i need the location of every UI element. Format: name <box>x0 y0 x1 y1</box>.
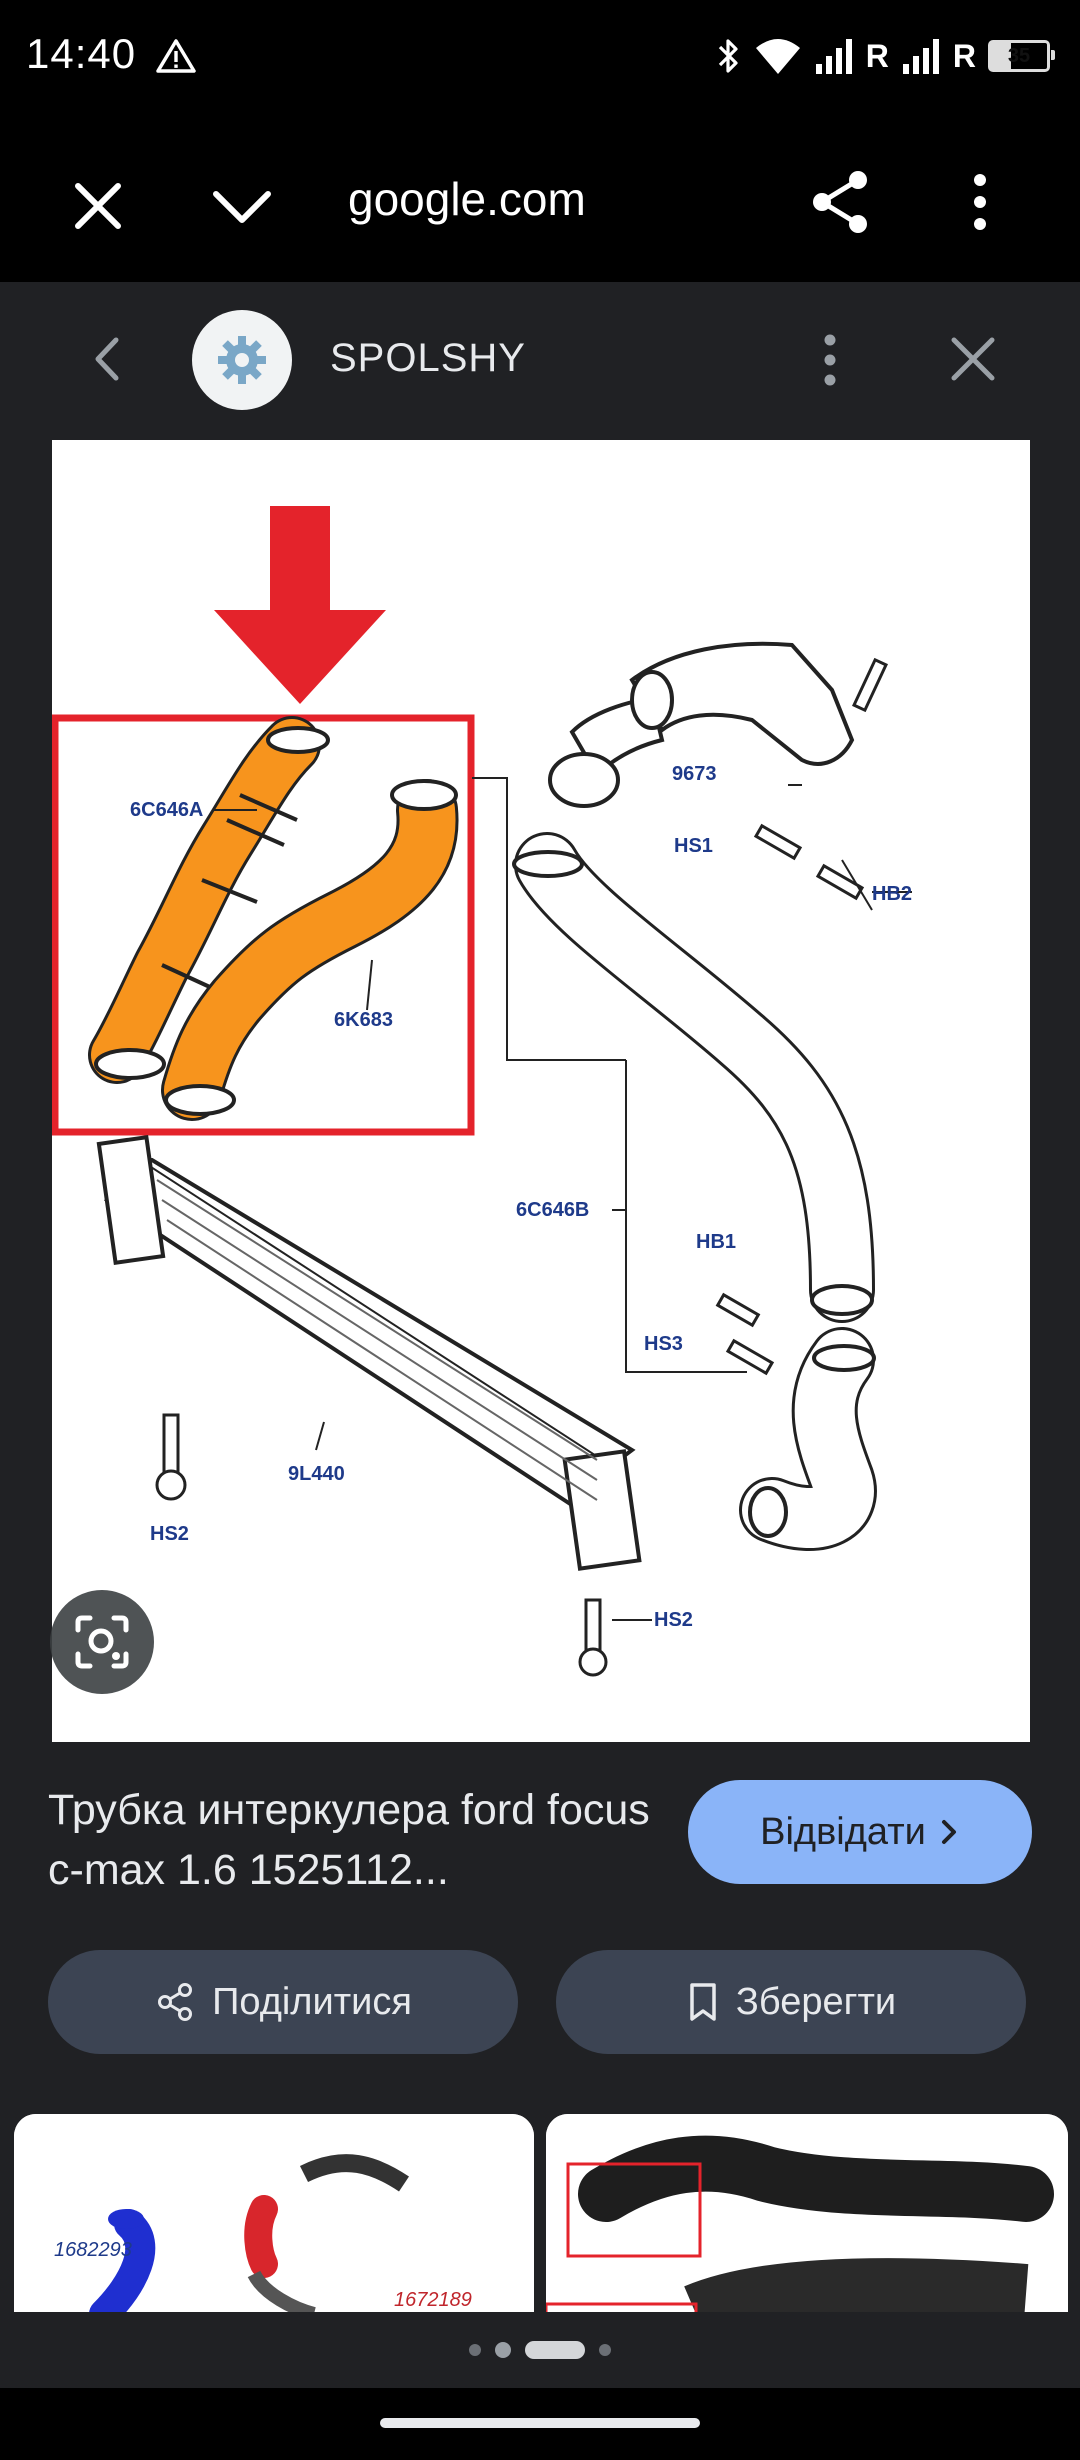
pager-dot-active <box>525 2341 585 2359</box>
label-6k683: 6K683 <box>334 1009 393 1031</box>
chevron-left-icon[interactable] <box>80 326 136 392</box>
label-hb1: HB1 <box>696 1231 736 1253</box>
chevron-down-icon[interactable] <box>206 170 278 242</box>
sim2-label: R <box>952 37 976 74</box>
site-avatar[interactable] <box>192 310 292 410</box>
gear-icon <box>218 336 266 384</box>
share-icon[interactable] <box>800 162 880 242</box>
close-icon[interactable] <box>62 170 134 242</box>
save-label: Зберегти <box>735 1980 897 2023</box>
wifi-icon <box>755 39 800 74</box>
pager-dot <box>599 2344 611 2356</box>
bluetooth-icon <box>718 39 738 73</box>
label-hs2-left: HS2 <box>150 1523 189 1545</box>
status-bar <box>0 0 1080 120</box>
related-image-thumbnail[interactable] <box>546 2114 1068 2314</box>
close-icon[interactable] <box>940 326 1006 392</box>
url-text[interactable]: google.com <box>348 173 586 225</box>
pager-dot <box>469 2344 481 2356</box>
highlight-box <box>52 714 475 1136</box>
label-9673: 9673 <box>672 763 717 785</box>
status-time: 14:40 <box>26 30 137 77</box>
label-6c646b: 6C646B <box>516 1199 589 1221</box>
share-button[interactable]: Поділитися <box>48 1950 518 2054</box>
pipe-6k683 <box>161 779 459 1121</box>
leader-lines <box>212 777 912 1621</box>
visit-label: Відвідати <box>760 1810 926 1853</box>
related-image-thumbnail[interactable]: 1682293 1672189 <box>14 2114 534 2314</box>
warning-icon <box>156 39 196 73</box>
label-9l440: 9L440 <box>288 1463 345 1485</box>
image-pager <box>0 2312 1080 2388</box>
share-label: Поділитися <box>212 1980 412 2023</box>
hose-6c646b <box>512 832 875 1323</box>
share-icon <box>158 1983 193 2021</box>
red-arrow-icon <box>214 506 386 704</box>
battery-level: 35 <box>1007 44 1031 67</box>
sheet-header <box>0 282 1080 438</box>
chevron-right-icon <box>941 1820 956 1844</box>
result-title[interactable]: Трубка интеркулера ford focus c-max 1.6 … <box>48 1786 650 1894</box>
battery-icon: 35 <box>988 40 1055 72</box>
lens-icon <box>75 1615 129 1669</box>
thumb-label-a: 1682293 <box>54 2239 132 2261</box>
home-indicator[interactable] <box>380 2418 700 2428</box>
site-name[interactable]: SPOLSHY <box>330 336 526 380</box>
bolts <box>155 657 888 1677</box>
signal-icon <box>902 39 939 74</box>
browser-top-bar <box>0 120 1080 282</box>
thumb-label-b: 1672189 <box>394 2289 472 2311</box>
more-vert-icon[interactable] <box>950 162 1010 242</box>
more-vert-icon[interactable] <box>812 322 848 398</box>
sim1-label: R <box>865 37 889 74</box>
thumbnail-image: 1682293 1672189 <box>14 2114 534 2314</box>
lens-search-button[interactable] <box>50 1590 154 1694</box>
pipe-6c646a <box>88 716 330 1084</box>
label-hs1: HS1 <box>674 835 713 857</box>
visit-button[interactable]: Відвідати <box>688 1780 1032 1884</box>
parts-diagram-image[interactable]: 6C646A 6K683 9673 HS1 HB2 6C646B HB1 HS3… <box>52 440 1030 1742</box>
status-icons: R R 35 <box>714 34 1055 78</box>
pager-dot <box>495 2342 511 2358</box>
label-hb2: HB2 <box>872 883 912 905</box>
elbow-hose <box>739 1327 877 1551</box>
label-hs3: HS3 <box>644 1333 683 1355</box>
bookmark-icon <box>690 1983 716 2021</box>
intercooler <box>96 1134 642 1571</box>
save-button[interactable]: Зберегти <box>556 1950 1026 2054</box>
thumbnail-image <box>546 2114 1068 2314</box>
label-6c646a: 6C646A <box>130 799 203 821</box>
duct-assembly <box>548 641 855 808</box>
label-hs2-right: HS2 <box>654 1609 693 1631</box>
signal-icon <box>815 39 852 74</box>
